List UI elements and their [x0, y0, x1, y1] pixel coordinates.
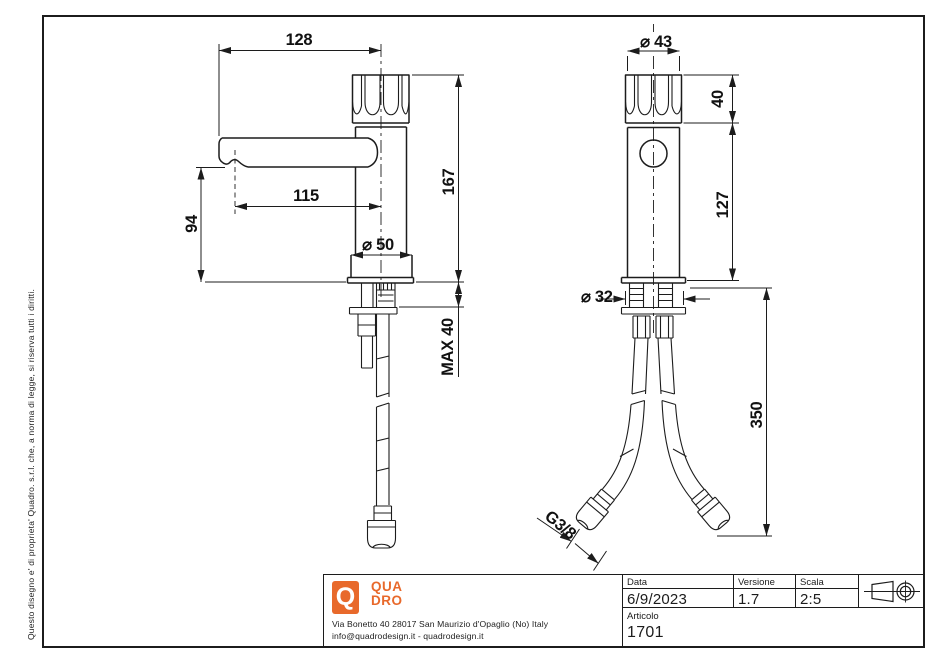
- dim-max-mounting-thickness: MAX 40: [439, 318, 457, 376]
- logo-word-line2: DRO: [371, 593, 403, 608]
- hose-connector-right: [691, 488, 731, 531]
- field-articolo-value: 1701: [627, 624, 664, 641]
- dim-cap-height: 40: [709, 90, 727, 108]
- company-contacts: info@quadrodesign.it - quadrodesign.it: [332, 631, 484, 641]
- title-block: Q QUA DRO Via Bonetto 40 28017 San Mauri…: [323, 574, 925, 648]
- logo-word-line1: QUA: [371, 579, 403, 594]
- field-data-label: Data: [623, 575, 733, 589]
- quadro-logo-wordmark: QUA DRO: [371, 580, 403, 608]
- field-scala-label: Scala: [796, 575, 858, 589]
- field-data-value: 6/9/2023: [627, 591, 687, 608]
- dim-base-diameter: ⌀ 50: [362, 236, 394, 254]
- dim-shank-diameter: ⌀ 32: [581, 288, 613, 306]
- field-articolo: Articolo 1701: [623, 608, 925, 648]
- dim-spout-height: 94: [183, 214, 201, 233]
- dim-body-height: 127: [714, 192, 732, 219]
- dim-spout-reach: 115: [293, 187, 319, 205]
- side-view: ⌀ 43 40 127 ⌀ 32 350 G3/8: [536, 24, 772, 571]
- field-scala: Scala 2:5: [796, 575, 859, 608]
- field-versione-label: Versione: [734, 575, 795, 589]
- field-versione-value: 1.7: [738, 591, 760, 608]
- first-angle-projection-icon: [864, 580, 920, 602]
- drawing-frame-border: [42, 15, 925, 648]
- dim-overall-width: 128: [286, 31, 313, 49]
- title-block-fields: Data 6/9/2023 Versione 1.7 Scala 2:5: [623, 575, 925, 648]
- dim-cap-diameter: ⌀ 43: [640, 33, 672, 51]
- company-address: Via Bonetto 40 28017 San Maurizio d'Opag…: [332, 619, 549, 629]
- field-versione: Versione 1.7: [734, 575, 796, 608]
- field-scala-value: 2:5: [800, 591, 822, 608]
- field-data: Data 6/9/2023: [623, 575, 734, 608]
- field-articolo-label: Articolo: [627, 611, 659, 622]
- dim-hose-length: 350: [748, 402, 766, 429]
- projection-symbol-cell: [859, 575, 925, 607]
- title-block-top-row: Data 6/9/2023 Versione 1.7 Scala 2:5: [623, 575, 925, 608]
- quadro-logo-icon: Q: [332, 581, 359, 614]
- dim-overall-height: 167: [440, 169, 458, 196]
- hose-connector-left: [575, 488, 615, 531]
- front-view: 128 115 94 167 ⌀ 50 MAX 40: [183, 31, 464, 549]
- title-block-company-cell: Q QUA DRO Via Bonetto 40 28017 San Mauri…: [324, 575, 623, 648]
